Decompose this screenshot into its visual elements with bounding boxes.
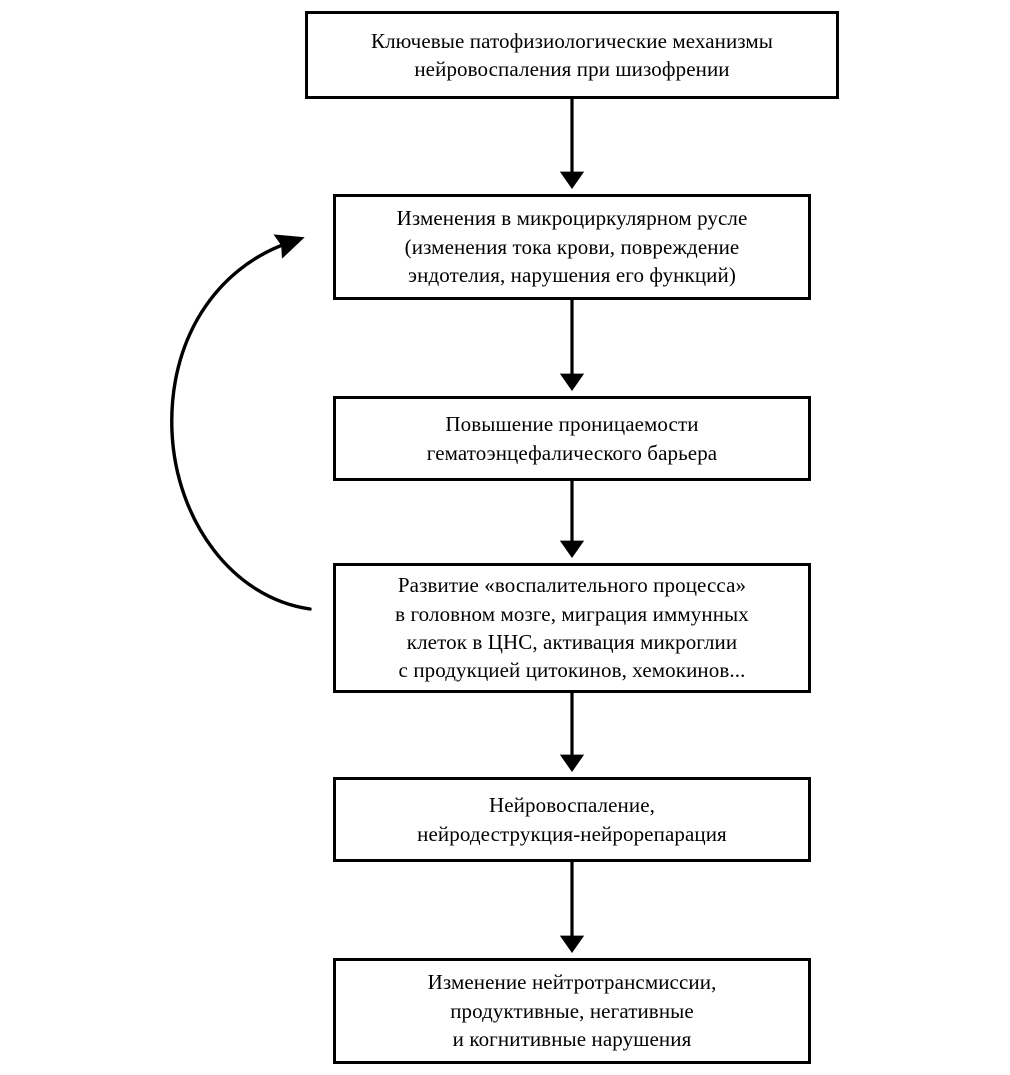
- feedback-arrow-inflammatory-process-to-microcirculation: [170, 234, 312, 611]
- node-microcirculation-changes[interactable]: Изменения в микроциркулярном русле (изме…: [333, 194, 811, 300]
- node-line: Изменение нейтротрансмиссии,: [427, 970, 717, 995]
- node-inflammatory-process[interactable]: Развитие «воспалительного процесса» в го…: [333, 563, 811, 693]
- node-line: Изменения в микроциркулярном русле: [396, 206, 748, 231]
- node-neurotransmission-changes[interactable]: Изменение нейтротрансмиссии, продуктивны…: [333, 958, 811, 1064]
- node-neuroinflammation-neurodestruction[interactable]: Нейровоспаление, нейродеструкция-нейроре…: [333, 777, 811, 862]
- node-line: Развитие «воспалительного процесса»: [397, 573, 747, 598]
- node-line: в головном мозге, миграция иммунных: [395, 601, 749, 626]
- node-line: Ключевые патофизиологические механизмы: [371, 28, 773, 53]
- node-line: и когнитивные нарушения: [452, 1027, 692, 1052]
- node-line: Нейровоспаление,: [488, 793, 656, 818]
- node-line: продуктивные, негативные: [450, 998, 694, 1023]
- node-line: гематоэнцефалического барьера: [426, 440, 718, 465]
- node-line: нейровоспаления при шизофрении: [414, 57, 730, 81]
- node-line: Повышение проницаемости: [445, 412, 699, 437]
- node-line: с продукцией цитокинов, хемокинов...: [398, 658, 746, 683]
- node-line: нейродеструкция-нейрорепарация: [417, 821, 727, 846]
- node-key-mechanisms[interactable]: Ключевые патофизиологические механизмы н…: [305, 11, 839, 99]
- node-line: клеток в ЦНС, активация микроглии: [406, 630, 738, 654]
- node-line: (изменения тока крови, повреждение: [404, 234, 740, 259]
- node-line: эндотелия, нарушения его функций): [408, 263, 736, 288]
- node-bbb-permeability[interactable]: Повышение проницаемости гематоэнцефаличе…: [333, 396, 811, 481]
